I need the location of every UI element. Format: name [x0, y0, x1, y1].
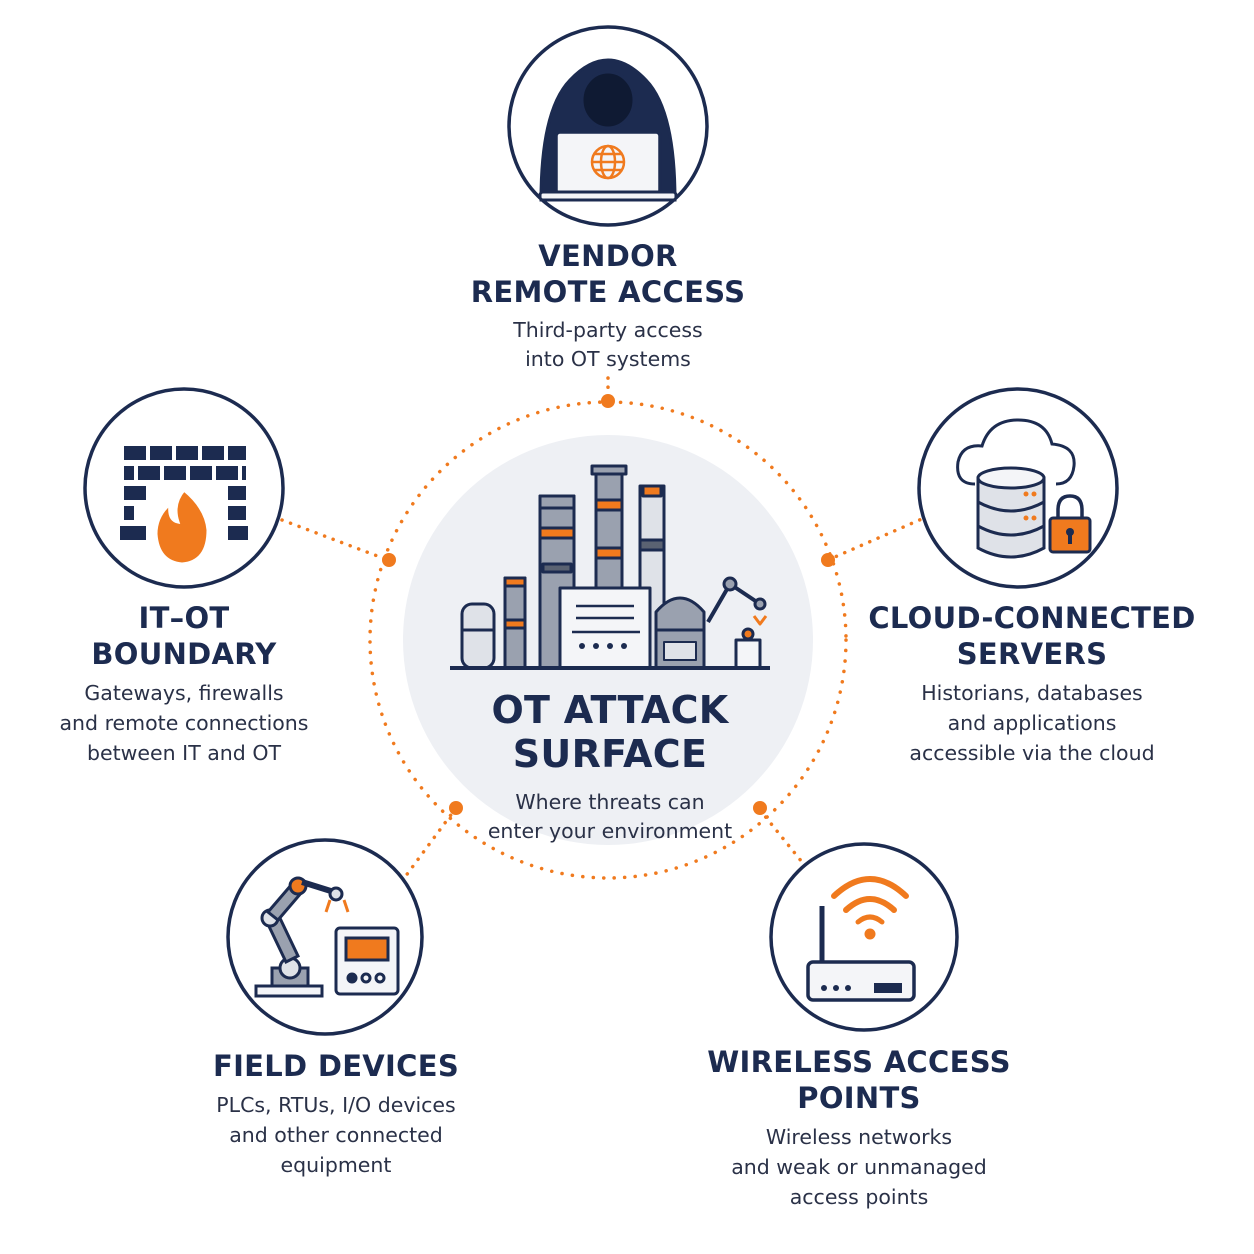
connector-cloud [826, 516, 926, 562]
vendor-desc-line2: into OT systems [525, 347, 691, 371]
wireless-node-circle [769, 842, 959, 1032]
cloud-title-line2: SERVERS [956, 637, 1108, 671]
boundary-desc-line2: and remote connections [59, 711, 309, 735]
field-label: FIELD DEVICES PLCs, RTUs, I/O devices an… [176, 1048, 496, 1180]
ring-node-dots [382, 394, 835, 815]
vendor-title-line1: VENDOR [538, 239, 678, 273]
boundary-description: Gateways, firewalls and remote connectio… [30, 678, 338, 768]
ring-dot-bottom-right [753, 801, 767, 815]
wireless-title-line1: WIRELESS ACCESS [707, 1045, 1011, 1079]
connector-field [403, 806, 458, 879]
boundary-label: IT–OT BOUNDARY Gateways, firewalls and r… [30, 600, 338, 768]
cloud-title-line1: CLOUD-CONNECTED [868, 601, 1196, 635]
wireless-label: WIRELESS ACCESS POINTS Wireless networks… [690, 1044, 1028, 1212]
center-desc-line2: enter your environment [487, 819, 733, 843]
wireless-desc-line3: access points [789, 1185, 929, 1209]
connector-boundary [280, 518, 390, 562]
wireless-desc-line2: and weak or unmanaged [731, 1155, 987, 1179]
field-desc-line2: and other connected [229, 1123, 443, 1147]
boundary-desc-line3: between IT and OT [87, 741, 281, 765]
center-label: OT ATTACK SURFACE Where threats can ente… [440, 688, 780, 846]
ring-dot-left [382, 553, 396, 567]
wireless-description: Wireless networks and weak or unmanaged … [690, 1122, 1028, 1212]
center-description: Where threats can enter your environment [440, 788, 780, 846]
cloud-desc-line1: Historians, databases [921, 681, 1143, 705]
hooded-hacker-laptop-icon [538, 58, 678, 202]
center-desc-line1: Where threats can [515, 790, 705, 814]
field-desc-line1: PLCs, RTUs, I/O devices [216, 1093, 456, 1117]
boundary-title-line1: IT–OT [138, 601, 230, 635]
wireless-desc-line1: Wireless networks [765, 1125, 953, 1149]
vendor-title-line2: REMOTE ACCESS [470, 275, 746, 309]
factory-icon [450, 464, 770, 670]
connector-wireless [758, 808, 804, 864]
boundary-title-line2: BOUNDARY [91, 637, 277, 671]
firewall-flame-icon [120, 446, 248, 566]
wireless-title-line2: POINTS [797, 1081, 921, 1115]
vendor-label: VENDOR REMOTE ACCESS Third-party access … [430, 238, 786, 374]
boundary-desc-line1: Gateways, firewalls [84, 681, 284, 705]
cloud-label: CLOUD-CONNECTED SERVERS Historians, data… [856, 600, 1208, 768]
center-title-line1: OT ATTACK [491, 688, 729, 732]
wifi-router-icon [806, 876, 916, 1002]
cloud-desc-line3: accessible via the cloud [909, 741, 1155, 765]
ring-dot-right [821, 553, 835, 567]
field-desc-line3: equipment [280, 1153, 392, 1177]
cloud-description: Historians, databases and applications a… [856, 678, 1208, 768]
cloud-database-lock-icon [956, 418, 1092, 559]
center-dotted-ring [368, 400, 848, 880]
center-title-line2: SURFACE [512, 732, 708, 776]
cloud-desc-line2: and applications [947, 711, 1117, 735]
vendor-description: Third-party access into OT systems [430, 316, 786, 374]
field-description: PLCs, RTUs, I/O devices and other connec… [176, 1090, 496, 1180]
robot-arm-controller-icon [254, 876, 400, 998]
vendor-desc-line1: Third-party access [513, 318, 703, 342]
ring-dot-bottom-left [449, 801, 463, 815]
ring-dot-top [601, 394, 615, 408]
field-title: FIELD DEVICES [212, 1049, 460, 1083]
